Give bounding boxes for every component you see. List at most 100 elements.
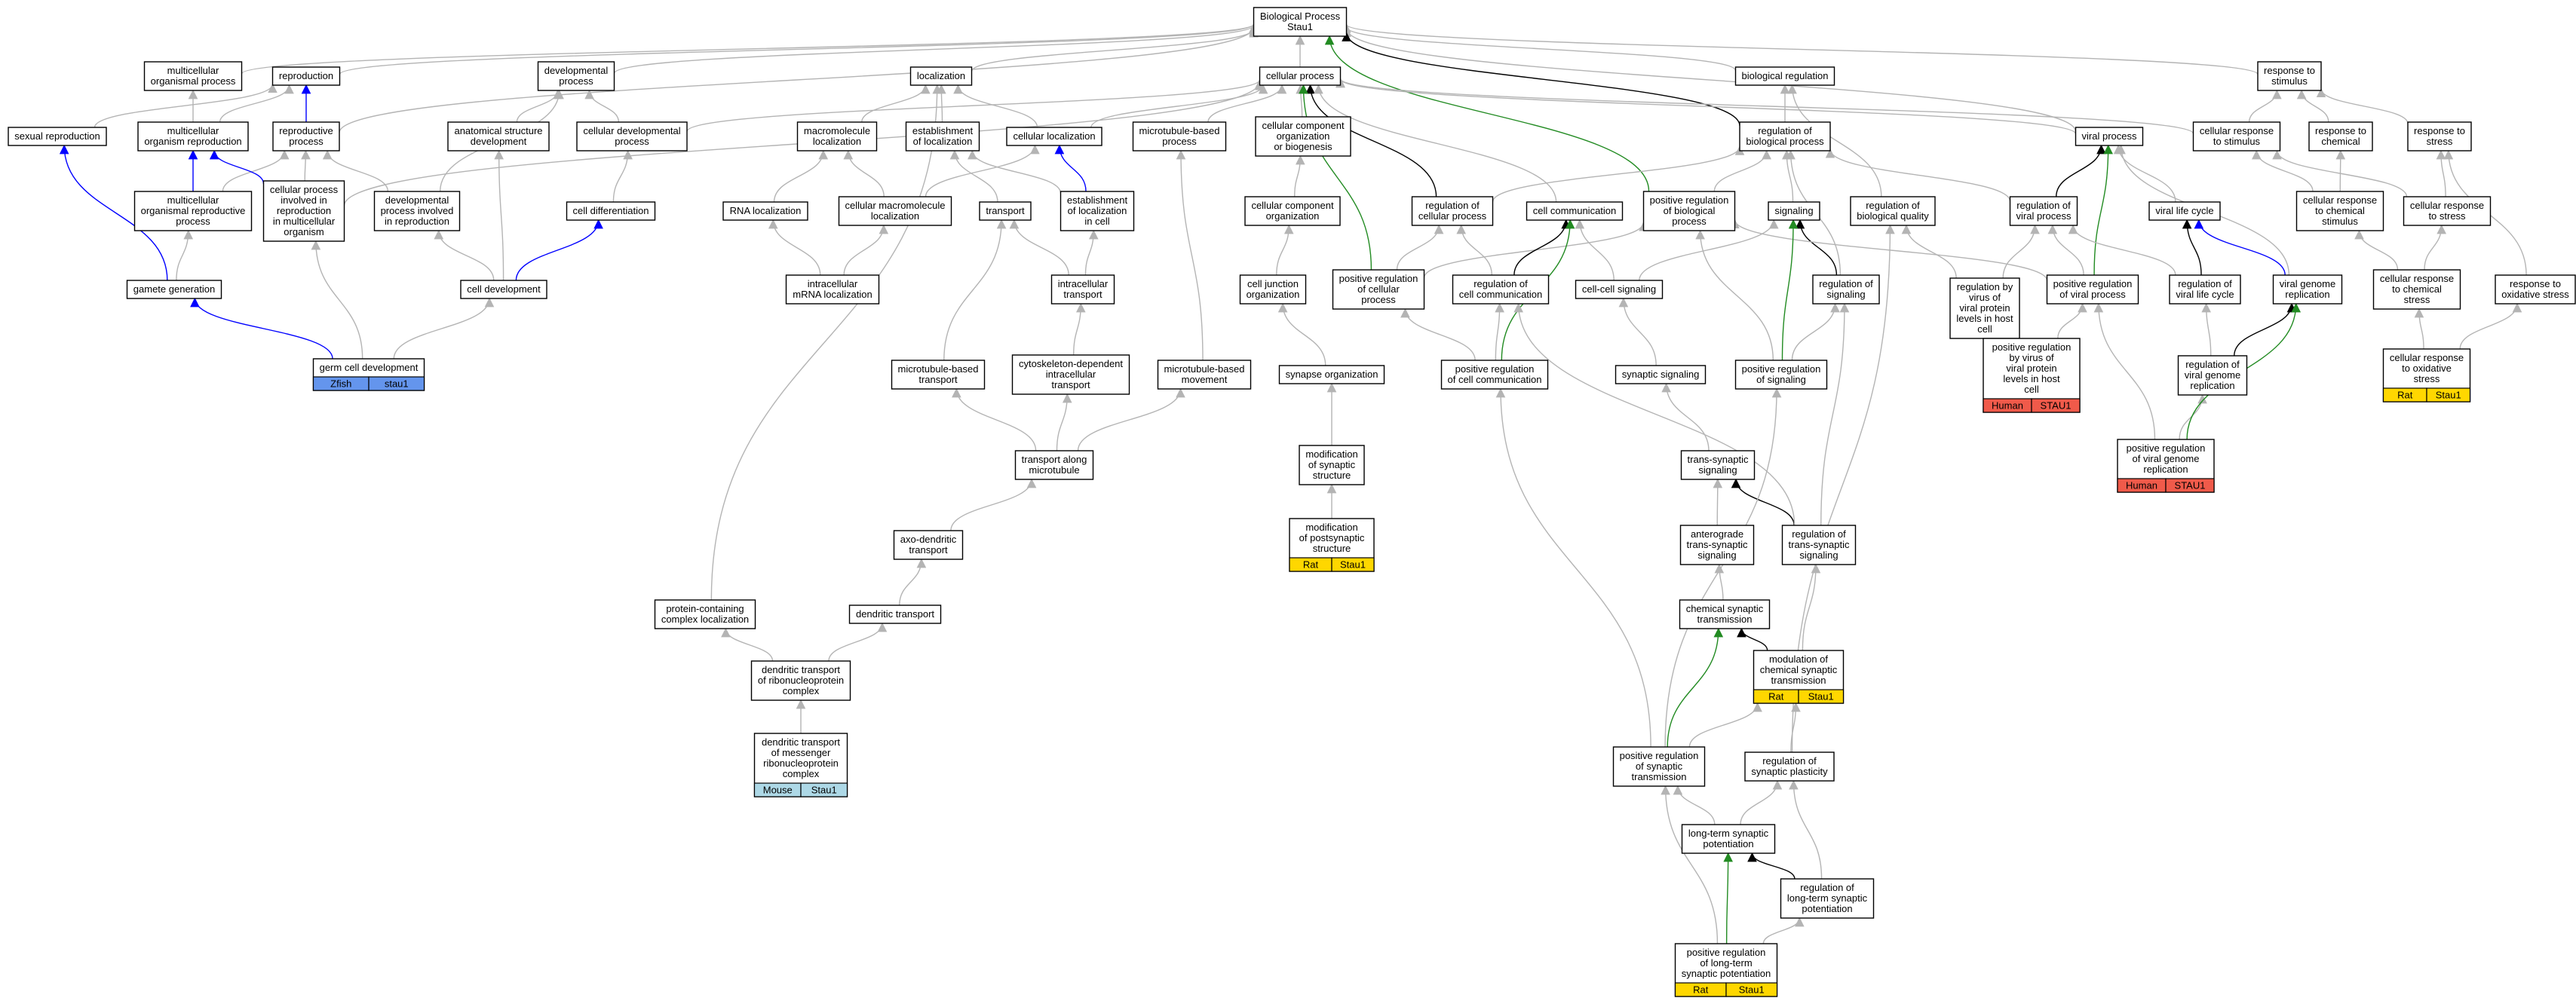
node-so[interactable]: synapse organization xyxy=(1278,365,1385,384)
node-label: cellular response xyxy=(2380,273,2454,284)
edge-loc-to-bp xyxy=(971,28,1259,72)
edge-celldev-to-dpir xyxy=(434,229,495,281)
node-celldev[interactable]: cell development xyxy=(460,280,547,299)
node-box xyxy=(2169,274,2241,305)
node-vlc[interactable]: viral life cycle xyxy=(2148,201,2221,221)
edge-crcs-to-rtc xyxy=(2335,149,2346,192)
node-cc[interactable]: cell communication xyxy=(1526,201,1624,221)
node-cellloc[interactable]: cellular localization xyxy=(1006,127,1102,146)
node-label: of ribonucleoprotein xyxy=(758,675,844,686)
node-loc[interactable]: localization xyxy=(909,66,973,86)
node-ccsig[interactable]: cell-cell signaling xyxy=(1575,280,1664,299)
node-synsig[interactable]: synaptic signaling xyxy=(1615,365,1707,384)
edge-vp-to-bp xyxy=(1342,27,2077,132)
node-sig[interactable]: signaling xyxy=(1768,201,1820,221)
node-box xyxy=(893,530,964,560)
edge-prcp-to-prbp xyxy=(1423,222,1648,278)
annotation-gene-cell xyxy=(1331,557,1375,572)
node-transport[interactable]: transport xyxy=(979,201,1032,221)
node-sexrep[interactable]: sexual reproduction xyxy=(8,127,107,146)
node-label: viral process xyxy=(2016,210,2072,222)
node-dt[interactable]: dendritic transport xyxy=(848,605,942,624)
annotation-gene: STAU1 xyxy=(2175,480,2206,491)
node-cdit[interactable]: cytoskeleton-dependentintracellulartrans… xyxy=(1011,354,1130,395)
node-vp[interactable]: viral process xyxy=(2075,127,2144,146)
node-box xyxy=(1812,274,1880,305)
node-cp[interactable]: cellular process xyxy=(1259,66,1342,86)
node-rnaloc[interactable]: RNA localization xyxy=(722,201,808,221)
node-celldiff[interactable]: cell differentiation xyxy=(566,201,656,221)
node-label: intracellular xyxy=(1046,369,1096,380)
node-rep[interactable]: reproduction xyxy=(271,66,341,86)
node-breg[interactable]: biological regulation xyxy=(1734,66,1835,86)
node-gg[interactable]: gamete generation xyxy=(126,280,222,299)
